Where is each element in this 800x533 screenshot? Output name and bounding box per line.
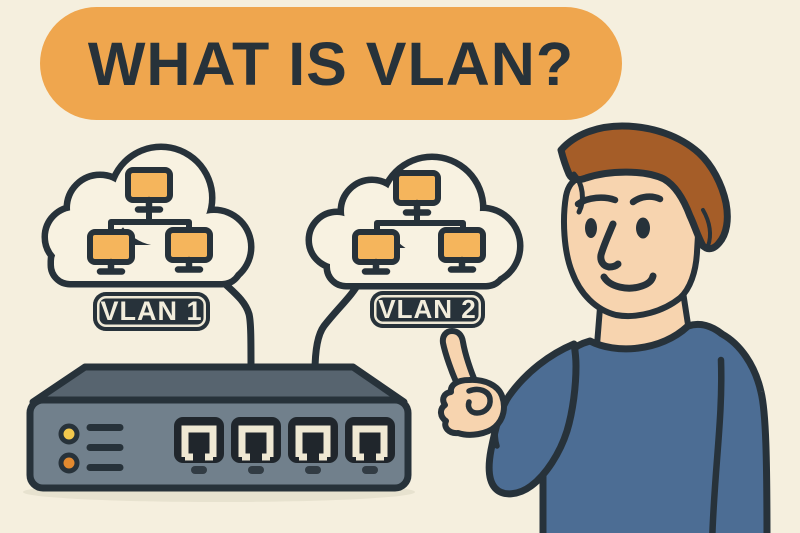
ethernet-port-icon bbox=[174, 417, 224, 474]
right-eye bbox=[636, 217, 650, 239]
tree-links bbox=[108, 207, 192, 234]
right-eyebrow bbox=[629, 193, 664, 206]
left-eyebrow bbox=[574, 194, 619, 208]
led-orange-icon bbox=[58, 452, 80, 474]
hair-side-line bbox=[701, 208, 713, 248]
knuckle-line bbox=[465, 386, 493, 416]
nose bbox=[597, 220, 622, 271]
vlan2-label-text: VLAN 2 bbox=[378, 294, 477, 324]
ethernet-port-icon bbox=[345, 417, 395, 474]
pointing-man bbox=[438, 122, 771, 533]
vlan1-label-text: VLAN 1 bbox=[100, 296, 203, 326]
vlan2-network-tree-icon bbox=[355, 173, 483, 272]
vent-lines bbox=[86, 424, 124, 471]
hair-icon bbox=[557, 122, 731, 253]
vlan2-label: VLAN 2 bbox=[370, 291, 485, 328]
network-switch-icon bbox=[23, 363, 415, 502]
vlan1-uplink-line bbox=[217, 276, 255, 376]
vlan1-network-tree-icon bbox=[90, 170, 210, 272]
tree-links bbox=[374, 210, 466, 234]
pointing-arm-sleeve bbox=[485, 340, 580, 498]
title-banner: WHAT IS VLAN? bbox=[40, 7, 622, 120]
hair-fringe-line bbox=[571, 171, 585, 215]
vlan1-label: VLAN 1 bbox=[93, 292, 210, 331]
ethernet-port-icon bbox=[288, 417, 338, 474]
ethernet-port-icon bbox=[231, 417, 281, 474]
vlan2-uplink-line bbox=[311, 277, 364, 376]
led-yellow-icon bbox=[58, 423, 80, 445]
mouth bbox=[600, 272, 657, 292]
arm-seam-line bbox=[709, 356, 725, 533]
page-title: WHAT IS VLAN? bbox=[87, 29, 575, 98]
left-eye bbox=[585, 218, 597, 238]
